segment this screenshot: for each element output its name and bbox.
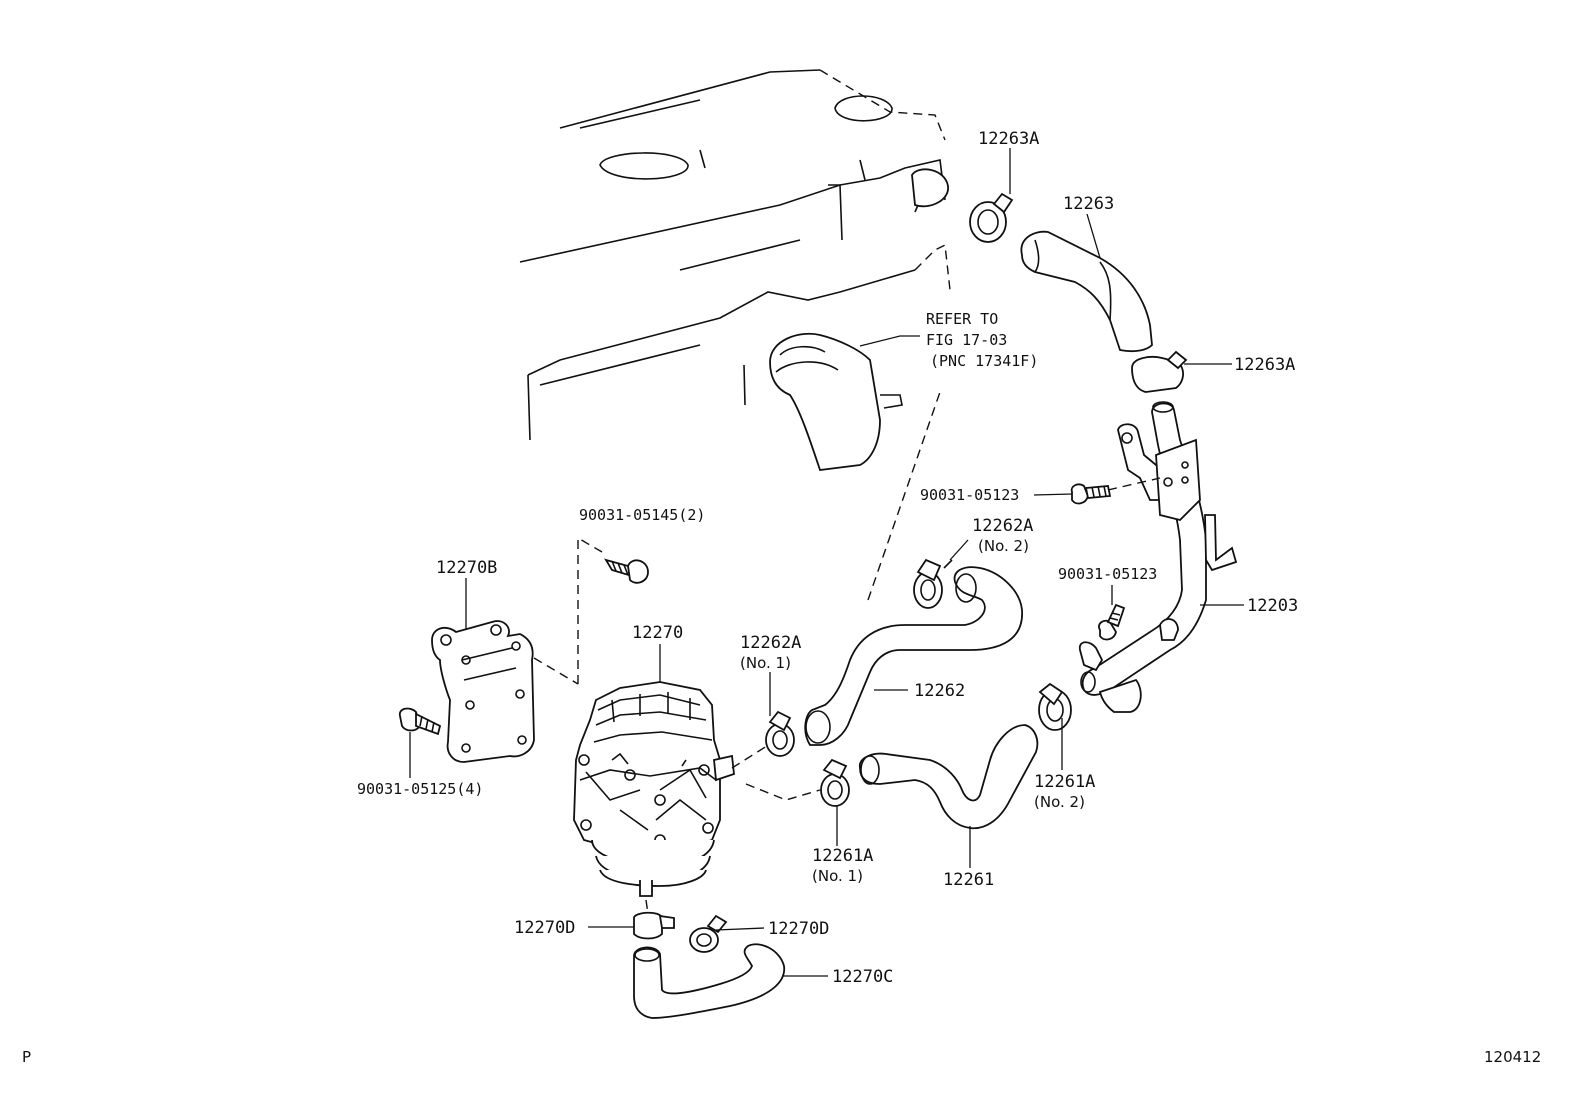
label-12270D-left: 12270D — [514, 918, 575, 938]
label-90031-05125: 90031-05125(4) — [357, 780, 483, 798]
label-12263A-right: 12263A — [1234, 355, 1295, 375]
air-pump-12270 — [573, 681, 735, 897]
pipe-12203 — [1078, 401, 1238, 713]
hose-12262 — [804, 566, 1023, 746]
label-12262A-no1-sub: (No. 1) — [740, 654, 791, 672]
bolt-90031-05123-upper — [1070, 483, 1112, 505]
leader-lines — [409, 148, 1244, 977]
clamp-12261A-no2 — [1038, 682, 1072, 731]
hose-12261 — [859, 724, 1039, 830]
hose-12270C — [633, 943, 786, 1019]
label-12261A-no2-sub: (No. 2) — [1034, 793, 1085, 811]
reference-dashed-lines — [533, 391, 1161, 915]
label-12263: 12263 — [1063, 194, 1114, 214]
label-12261A-no2: 12261A — [1034, 772, 1095, 792]
clamp-12262A-no1 — [765, 710, 795, 757]
corner-code-right: 120412 — [1484, 1048, 1541, 1066]
label-12262A-no1: 12262A — [740, 633, 801, 653]
bolt-90031-05125 — [398, 707, 442, 736]
label-refer-to-line2: FIG 17-03 — [926, 331, 1007, 349]
part-labels: 12263A 12263 12263A REFER TO FIG 17-03 (… — [357, 129, 1298, 987]
bolt-90031-05145 — [604, 558, 649, 584]
clamp-12263A-top — [969, 192, 1014, 243]
label-12261: 12261 — [943, 870, 994, 890]
label-12261A-no1: 12261A — [812, 846, 873, 866]
label-refer-to-line3: (PNC 17341F) — [930, 352, 1038, 370]
label-12262A-no2-sub: (No. 2) — [978, 537, 1029, 555]
label-12270B: 12270B — [436, 558, 497, 578]
label-12270: 12270 — [632, 623, 683, 643]
bracket-12270B — [431, 620, 535, 763]
label-12263A-top: 12263A — [978, 129, 1039, 149]
label-12203: 12203 — [1247, 596, 1298, 616]
label-90031-05145: 90031-05145(2) — [579, 506, 705, 524]
corner-code-left: P — [22, 1048, 31, 1066]
label-12262A-no2: 12262A — [972, 516, 1033, 536]
bolt-90031-05123-lower — [1098, 603, 1126, 641]
clamp-12270D-left — [633, 911, 675, 940]
label-90031-05123-lower: 90031-05123 — [1058, 565, 1157, 583]
label-refer-to-line1: REFER TO — [926, 310, 998, 328]
clamp-12263A-right — [1131, 350, 1188, 393]
clamp-12262A-no2 — [913, 558, 953, 609]
label-12270D-right: 12270D — [768, 919, 829, 939]
clamp-12261A-no1 — [820, 758, 850, 807]
label-90031-05123-upper: 90031-05123 — [920, 486, 1019, 504]
label-12262: 12262 — [914, 681, 965, 701]
clamp-12270D-right — [689, 914, 728, 953]
label-12270C: 12270C — [832, 967, 893, 987]
hose-12263 — [1020, 230, 1153, 353]
engine-block-outline — [519, 69, 951, 471]
label-12261A-no1-sub: (No. 1) — [812, 867, 863, 885]
